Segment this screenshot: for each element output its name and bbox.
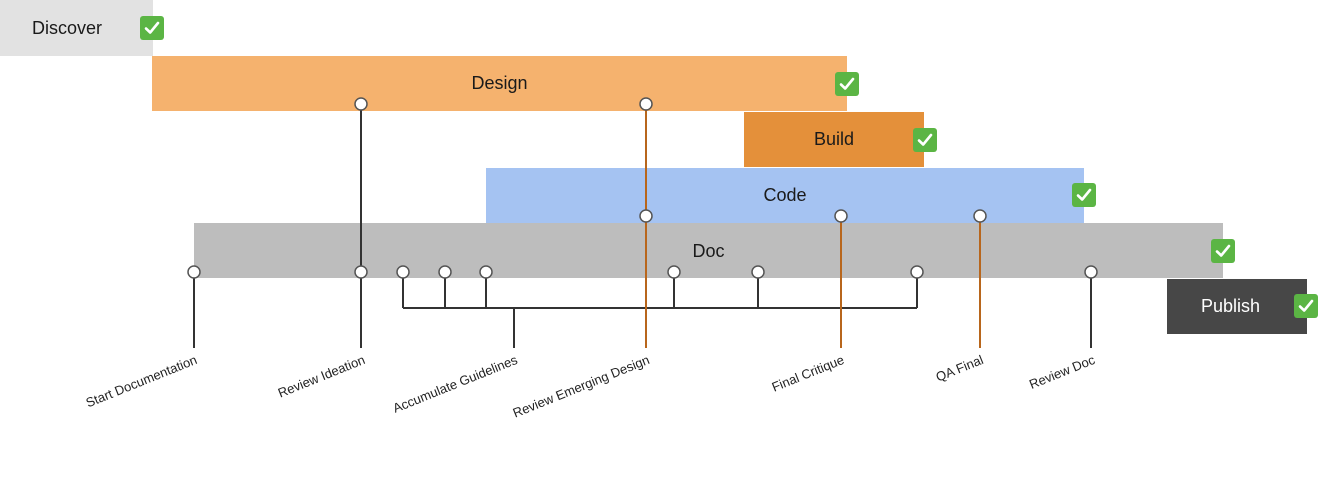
check-mark	[144, 21, 160, 34]
publish-check-icon	[1294, 294, 1318, 318]
phase-doc-label: Doc	[692, 241, 725, 261]
check-mark	[1076, 188, 1092, 201]
milestone-review-doc: Review Doc	[1026, 352, 1097, 392]
milestone-review-emerging-design: Review Emerging Design	[510, 352, 652, 421]
milestone-accumulate-guidelines: Accumulate Guidelines	[390, 352, 520, 416]
milestone-review-ideation: Review Ideation	[275, 352, 367, 401]
phase-publish-label: Publish	[1201, 296, 1261, 316]
doc-check-icon	[1211, 239, 1235, 263]
phase-design-label: Design	[471, 73, 528, 93]
check-mark	[1215, 244, 1231, 257]
code-check-icon	[1072, 183, 1096, 207]
design-check-icon	[835, 72, 859, 96]
milestone-final-critique: Final Critique	[769, 352, 847, 395]
phase-build[interactable]: Build	[744, 112, 924, 167]
discover-check-icon	[140, 16, 164, 40]
phase-discover-label: Discover	[32, 17, 103, 38]
check-mark	[839, 77, 855, 90]
phase-code-label: Code	[763, 185, 807, 205]
phase-doc[interactable]: Doc	[194, 223, 1223, 278]
phase-code[interactable]: Code	[486, 168, 1084, 223]
check-mark	[1298, 299, 1314, 312]
phase-design[interactable]: Design	[152, 56, 847, 111]
phase-publish[interactable]: Publish	[1167, 279, 1307, 334]
build-check-icon	[913, 128, 937, 152]
milestone-start-documentation: Start Documentation	[84, 352, 200, 411]
phase-build-label: Build	[813, 129, 855, 149]
phase-discover[interactable]: Discover	[0, 0, 153, 56]
check-mark	[917, 133, 933, 146]
milestone-qa-final: QA Final	[933, 352, 986, 385]
